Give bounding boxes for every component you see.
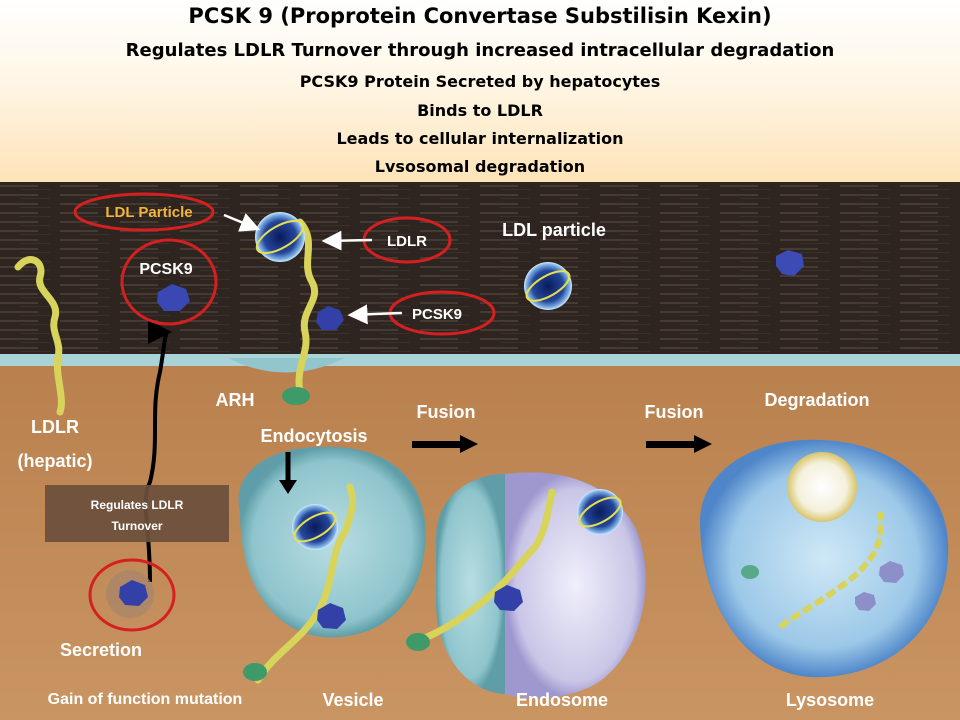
ldlr-label: LDLR <box>387 233 427 250</box>
ldl-particle-label: LDL Particle <box>105 204 192 221</box>
bullet-degradation: Lvsosomal degradation <box>374 157 586 176</box>
endosome-ldl-particle <box>577 489 623 535</box>
vesicle-arh <box>243 663 267 681</box>
endocytosis-label: Endocytosis <box>260 426 367 446</box>
degraded-pcsk9-2 <box>855 592 876 611</box>
regulates-box <box>45 485 229 542</box>
lysosome-organelle <box>700 439 949 678</box>
fusion-arrow-2-head <box>694 435 712 453</box>
ldlr-hepatic-label: LDLR <box>31 417 79 437</box>
gain-of-function-label: Gain of function mutation <box>48 691 243 708</box>
endosome-fused-half <box>436 474 505 694</box>
pcsk9-bound-label: PCSK9 <box>412 306 462 323</box>
vesicle-label: Vesicle <box>322 690 383 710</box>
degraded-pcsk9-1 <box>879 561 904 583</box>
pcsk9-highlight-top <box>120 238 218 326</box>
ldlr-hepatic-receptor <box>14 256 65 416</box>
arh-adaptor <box>282 387 310 405</box>
pcsk9-free <box>776 250 804 276</box>
vesicle-pcsk9 <box>317 603 346 629</box>
fusion-arrow-1-head <box>460 435 478 453</box>
slide-title: PCSK 9 (Proprotein Convertase Substilisi… <box>188 4 772 28</box>
endosome-label: Endosome <box>516 690 608 710</box>
slide-subtitle: Regulates LDLR Turnover through increase… <box>125 40 835 61</box>
pcsk9-top-label: PCSK9 <box>139 261 192 278</box>
pcsk9-bound <box>316 306 344 330</box>
ldlr-pointer-arrow <box>321 230 373 251</box>
degraded-ldlr <box>778 511 884 630</box>
degradation-label: Degradation <box>764 390 869 410</box>
ldl-particle-free <box>524 262 572 310</box>
fusion-arrow-1-shaft <box>412 441 464 448</box>
bullet-binds: Binds to LDLR <box>417 101 543 120</box>
ldl-particle-bound <box>255 212 305 262</box>
secretion-label: Secretion <box>60 640 142 660</box>
cell-membrane <box>0 354 960 366</box>
vesicle-ldl-particle <box>292 504 338 550</box>
pathway-diagram: LDL Particle LDLR PCSK9 PCSK9 LDL partic… <box>0 182 960 720</box>
regulates-label-1: Regulates LDLR <box>91 498 184 512</box>
pcsk9-secreted <box>157 284 190 311</box>
bullet-internalization: Leads to cellular internalization <box>336 129 624 148</box>
degraded-ldl-particle <box>787 452 857 522</box>
arh-label: ARH <box>216 390 255 410</box>
ldlr-bound-receptor <box>295 218 319 396</box>
fusion-label-1: Fusion <box>417 402 476 422</box>
title-panel: PCSK 9 (Proprotein Convertase Substilisi… <box>0 0 960 182</box>
pcsk9-source <box>119 580 148 606</box>
degraded-arh <box>741 565 759 579</box>
lysosome-label: Lysosome <box>786 690 874 710</box>
endocytosis-arrow-head <box>279 480 297 494</box>
ldl-pointer-arrow <box>223 213 261 232</box>
endosome-pcsk9 <box>494 585 523 611</box>
fusion-arrow-2-shaft <box>646 441 698 448</box>
fusion-label-2: Fusion <box>645 402 704 422</box>
endosome-arh <box>406 633 430 651</box>
regulates-label-2: Turnover <box>111 519 162 533</box>
vesicle-ldlr <box>254 483 356 684</box>
secretion-highlight <box>88 558 176 632</box>
coated-pit <box>228 358 345 373</box>
pcsk9-pointer-arrow <box>347 304 403 325</box>
ldl-particle-free-label: LDL particle <box>502 220 606 240</box>
bullet-secreted: PCSK9 Protein Secreted by hepatocytes <box>299 72 661 91</box>
endosome-ldlr <box>416 488 556 644</box>
hepatic-label: (hepatic) <box>17 451 92 471</box>
ldl-particle-highlight <box>73 192 215 232</box>
